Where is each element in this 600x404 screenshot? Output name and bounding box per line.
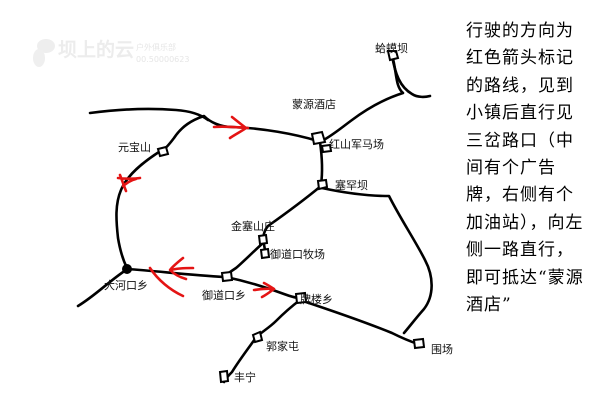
marker-fengning <box>218 369 230 384</box>
road-saihanba-muchang <box>262 184 323 252</box>
road-yuanbaoshan-dahekou <box>115 148 164 270</box>
red-arrow-upper <box>212 115 250 140</box>
label-hamagou: 蛤蟆坝 <box>375 41 408 55</box>
road-hamagou-hongshan <box>318 53 405 144</box>
red-arrow-left <box>116 173 142 193</box>
label-pailou: 牌楼乡 <box>300 292 333 306</box>
road-saihanba-weichang <box>320 186 433 335</box>
road-pailou-weichang <box>298 298 420 346</box>
directions-text: 行驶的方向为红色箭头标记的路线，见到小镇后直行见三岔路口（中间有个广告牌，右侧有… <box>466 21 584 316</box>
watermark-phone: 00.50000623 <box>136 55 189 64</box>
marker-pailou <box>294 291 308 305</box>
marker-yuanbaoshan <box>156 145 170 158</box>
road-hamagou-spur <box>390 53 432 99</box>
marker-jinsaishanzhuang <box>257 233 269 246</box>
label-dahekou: 大河口乡 <box>104 278 148 292</box>
road-network <box>76 53 433 384</box>
road-west-branch <box>88 107 210 122</box>
watermark-subtitle: 户外俱乐部 <box>136 42 176 52</box>
red-arrow-yudaokou <box>252 281 276 299</box>
label-hongshan: 红山军马场 <box>329 137 384 151</box>
label-jinsaishanzhuang: 金塞山庄 <box>231 219 275 233</box>
marker-hongshan <box>320 143 333 154</box>
label-fengning: 丰宁 <box>234 370 256 384</box>
label-guojiatun: 郭家屯 <box>266 339 299 353</box>
marker-yudaokou-xiang <box>220 270 234 283</box>
label-saihanba: 塞罕坝 <box>335 178 368 192</box>
marker-saihanba <box>316 178 329 191</box>
red-arrow-lower <box>148 256 195 298</box>
marker-mengyuan-hotel <box>310 130 327 146</box>
watermark-logo: 坝上的云 户外俱乐部 00.50000623 <box>33 38 189 67</box>
route-arrows <box>116 115 276 299</box>
road-dahekou-south <box>76 268 128 308</box>
place-labels: 蛤蟆坝 蒙源酒店 红山军马场 元宝山 塞罕坝 金塞山庄 御道口牧场 大河口乡 御… <box>104 41 453 384</box>
watermark-logo-icon <box>33 39 55 67</box>
label-yuanbaoshan: 元宝山 <box>118 140 151 154</box>
marker-yudaokou-muchang <box>259 247 271 260</box>
label-yudaokou-muchang: 御道口牧场 <box>270 247 325 261</box>
label-weichang: 围场 <box>431 342 453 356</box>
marker-weichang <box>412 337 426 350</box>
marker-hamagou <box>386 50 400 62</box>
marker-dahekou <box>122 264 132 274</box>
marker-guojiatun <box>251 330 264 344</box>
watermark-title: 坝上的云 <box>58 38 134 61</box>
label-mengyuan: 蒙源酒店 <box>292 97 336 111</box>
label-yudaokou-xiang: 御道口乡 <box>202 288 246 302</box>
poi-markers <box>122 50 426 384</box>
